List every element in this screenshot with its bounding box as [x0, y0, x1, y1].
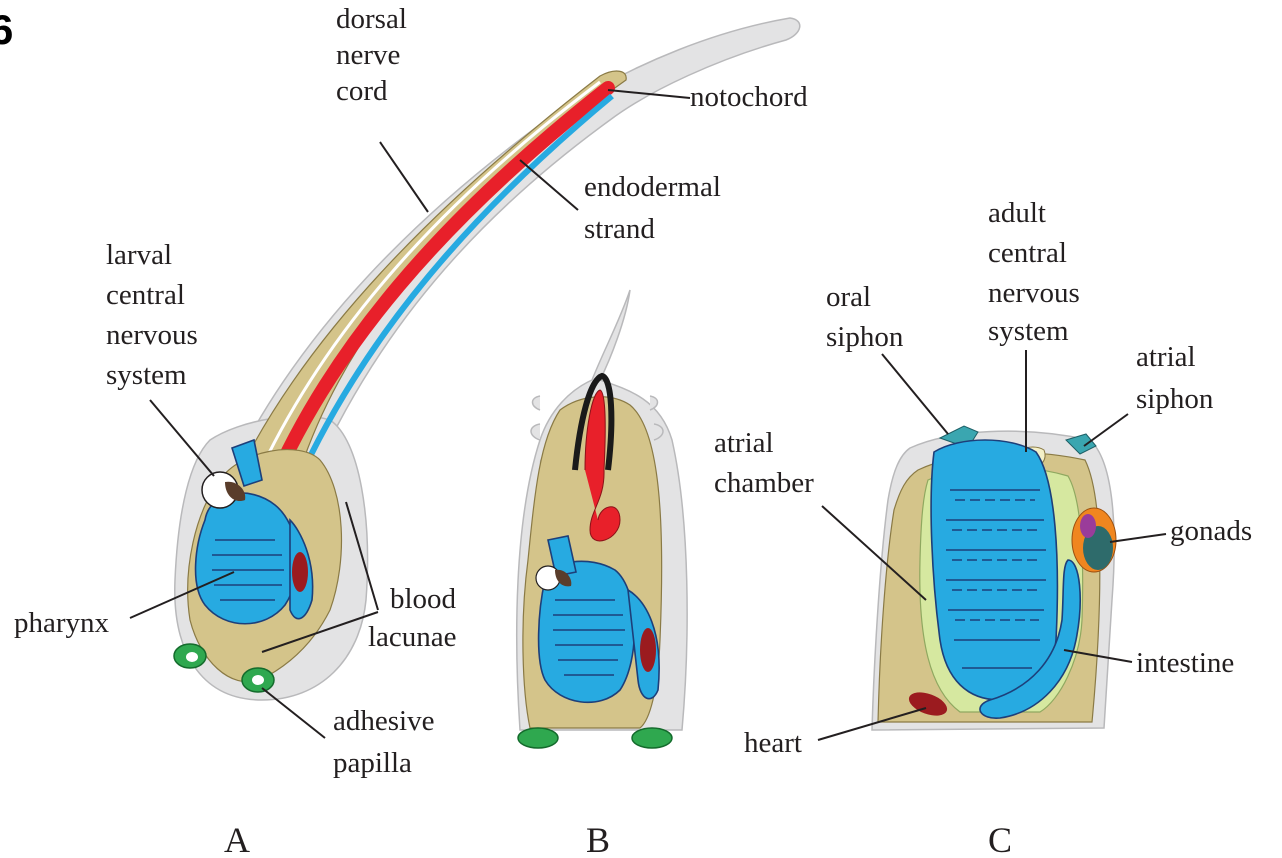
label-blood-lacunae: blood lacunae — [368, 583, 463, 653]
label-endodermal-strand: endodermal strand — [584, 171, 728, 245]
label-heart: heart — [744, 727, 802, 759]
metamorphosing-illustration — [517, 290, 687, 748]
label-oral-siphon: oral siphon — [826, 281, 904, 353]
label-gonads: gonads — [1170, 515, 1252, 547]
label-pharynx: pharynx — [14, 607, 110, 639]
metamorph-papillae — [518, 728, 672, 748]
label-atrial-siphon: atrial siphon — [1136, 341, 1214, 415]
label-adult-cns: adult central nervous system — [988, 197, 1087, 347]
panel-label-a: A — [224, 820, 250, 858]
panel-label-b: B — [586, 820, 610, 858]
label-dorsal-nerve-cord: dorsal nerve cord — [336, 3, 414, 107]
label-larval-cns: larval central nervous system — [106, 239, 205, 391]
larva-illustration — [174, 18, 800, 700]
panel-label-c: C — [988, 820, 1012, 858]
figure-number: 6 — [0, 6, 13, 53]
juvenile-illustration — [872, 426, 1116, 730]
label-intestine: intestine — [1136, 647, 1234, 679]
label-adhesive-papilla: adhesive papilla — [333, 705, 442, 779]
label-notochord: notochord — [690, 81, 808, 113]
label-atrial-chamber: atrial chamber — [714, 427, 814, 499]
